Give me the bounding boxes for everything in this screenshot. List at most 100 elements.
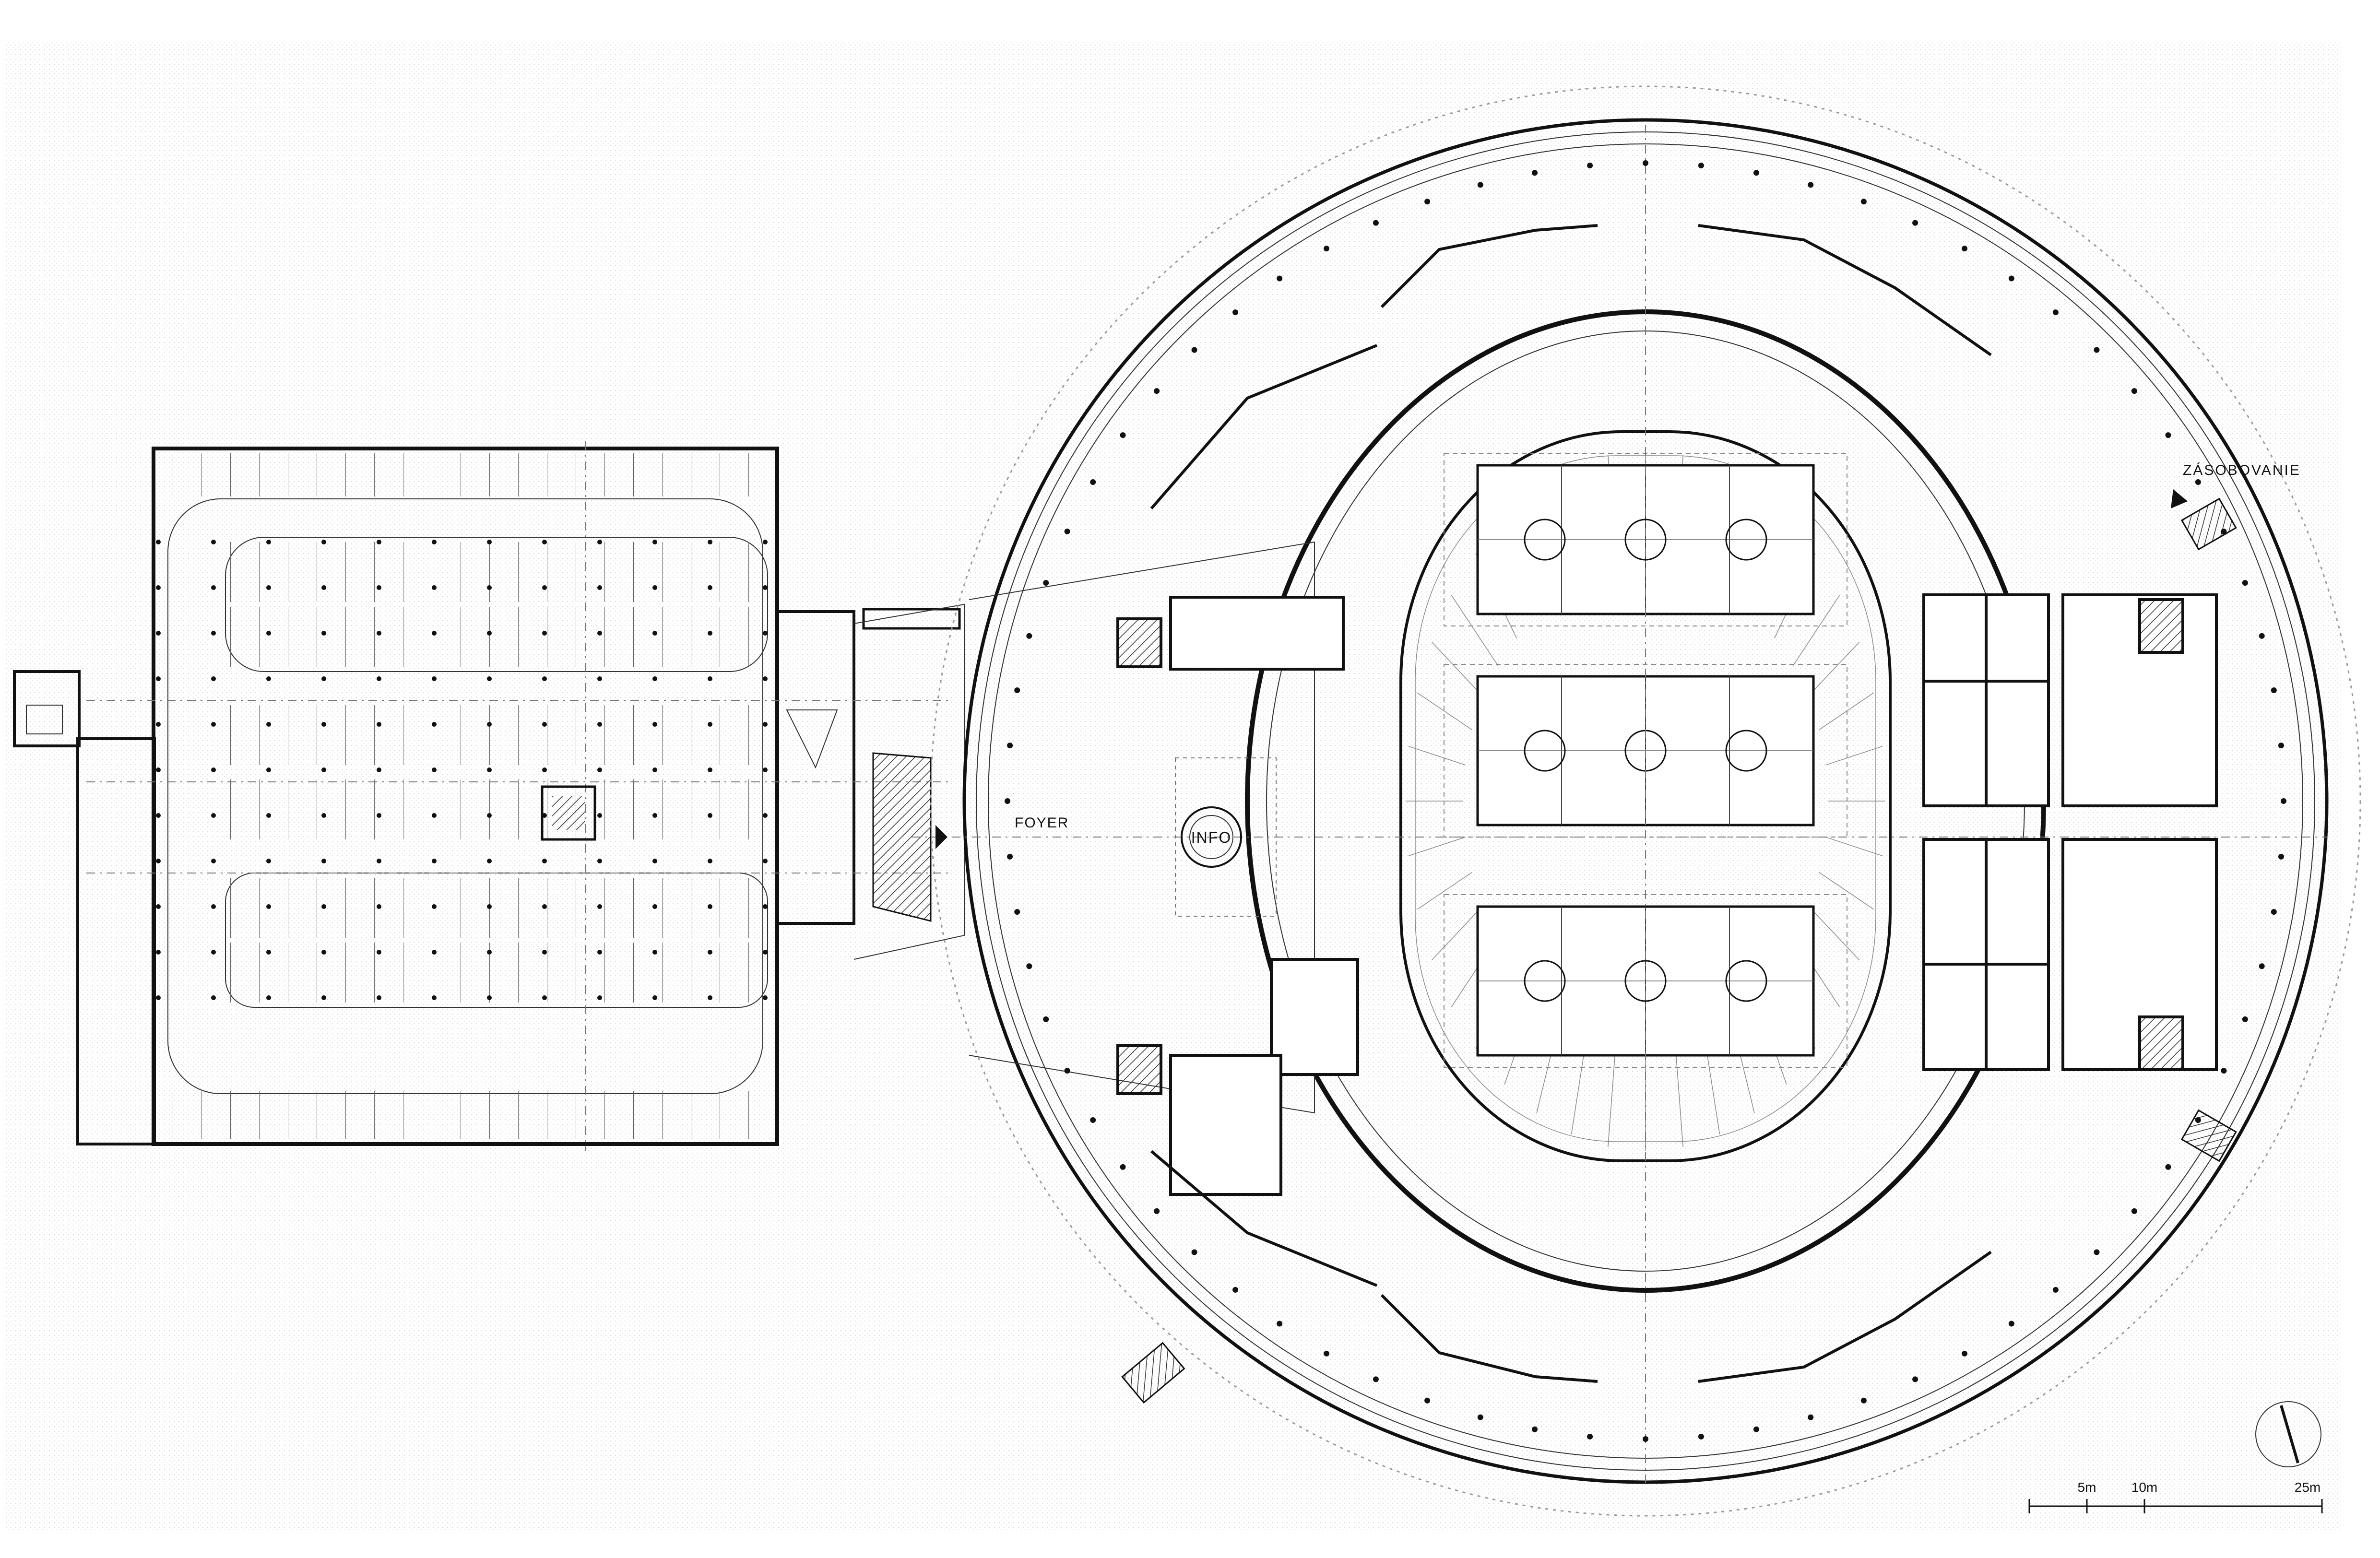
garage-column (597, 950, 602, 955)
structural-column (1277, 1321, 1283, 1327)
main-entry-arrow (935, 825, 947, 849)
garage-column (156, 722, 161, 727)
garage-column (321, 813, 326, 818)
garage-column (377, 631, 381, 636)
garage-column (377, 585, 381, 590)
foyer-label: FOYER (1015, 815, 1069, 831)
garage-column (377, 676, 381, 681)
garage-column (487, 950, 492, 955)
seating-ray (1792, 595, 1840, 666)
structural-column (2242, 580, 2248, 586)
west-rooms (1116, 596, 1359, 1196)
garage-column (156, 585, 161, 590)
garage-column (266, 767, 271, 772)
scale-bar: 5m 10m 25m (2028, 1480, 2323, 1513)
garage-column (432, 585, 437, 590)
info-label: INFO (1191, 829, 1231, 846)
structural-column (1026, 963, 1032, 969)
garage-column (652, 676, 657, 681)
seating-ray (1417, 692, 1473, 731)
structural-column (1026, 633, 1032, 639)
structural-column (1007, 743, 1013, 749)
structural-column (1860, 1397, 1867, 1404)
garage-column (156, 676, 161, 681)
garage-column (487, 813, 492, 818)
seating-ray (1808, 905, 1860, 960)
garage-column (597, 904, 602, 909)
garage-column (211, 676, 216, 681)
structural-column (1005, 798, 1010, 804)
structural-column (1191, 1249, 1197, 1255)
garage-column (432, 813, 437, 818)
garage-column (542, 950, 547, 955)
garage-column (708, 722, 712, 727)
structural-column (1232, 1287, 1239, 1293)
garage-column (487, 767, 492, 772)
structural-column (2165, 432, 2171, 438)
garage-column (597, 540, 602, 544)
structural-column (1860, 199, 1867, 205)
garage-column (487, 722, 492, 727)
garage-column (211, 540, 216, 544)
garage-column (542, 676, 547, 681)
garage-column (432, 859, 437, 863)
garage-column (321, 722, 326, 727)
garage-column (321, 676, 326, 681)
structural-column (1120, 432, 1126, 438)
garage-column (708, 995, 712, 1000)
garage-column (708, 813, 712, 818)
structural-column (1014, 687, 1020, 694)
structural-column (2221, 1068, 2227, 1074)
garage-column (597, 585, 602, 590)
garage-column (432, 631, 437, 636)
scale-tick-10m: 10m (2131, 1480, 2157, 1495)
structural-column (2008, 1321, 2014, 1327)
structural-column (2052, 309, 2059, 316)
garage-column (266, 904, 271, 909)
structural-column (2259, 633, 2265, 639)
garage-column (266, 676, 271, 681)
structural-column (1753, 170, 1759, 176)
structural-column (1753, 1426, 1759, 1432)
structural-column (2094, 347, 2100, 353)
structural-column (2281, 798, 2286, 804)
scale-tick-25m: 25m (2295, 1480, 2321, 1495)
structural-column (2165, 1164, 2171, 1170)
garage-column (156, 950, 161, 955)
structural-column (2278, 743, 2284, 749)
garage-column (652, 950, 657, 955)
garage-column (211, 950, 216, 955)
court-3 (1444, 894, 1847, 1068)
structural-column (1477, 182, 1483, 188)
garage-column (652, 995, 657, 1000)
delivery-label: ZÁSOBOVANIE (2183, 462, 2301, 478)
garage-column (321, 995, 326, 1000)
garage-column (321, 859, 326, 863)
garage-column (156, 767, 161, 772)
info-desk (1181, 806, 1242, 868)
structural-column (1232, 309, 1239, 316)
seating-ray (1818, 692, 1874, 731)
garage-column (266, 995, 271, 1000)
structural-column (2221, 528, 2227, 534)
structural-column (1643, 1436, 1648, 1442)
structural-column (2259, 963, 2265, 969)
garage-column (487, 859, 492, 863)
garage-column (377, 767, 381, 772)
garage-column (708, 767, 712, 772)
garage-column (377, 995, 381, 1000)
garage-column (321, 631, 326, 636)
garage-column (652, 904, 657, 909)
structural-column (2278, 853, 2284, 860)
garage-column (377, 950, 381, 955)
structural-column (2195, 1117, 2201, 1123)
garage-column (487, 585, 492, 590)
structural-column (1043, 1016, 1049, 1022)
garage-column (542, 585, 547, 590)
garage-column (487, 676, 492, 681)
garage-column (432, 540, 437, 544)
structural-column (1191, 347, 1197, 353)
garage-column (266, 813, 271, 818)
seating-ray (1825, 837, 1883, 856)
